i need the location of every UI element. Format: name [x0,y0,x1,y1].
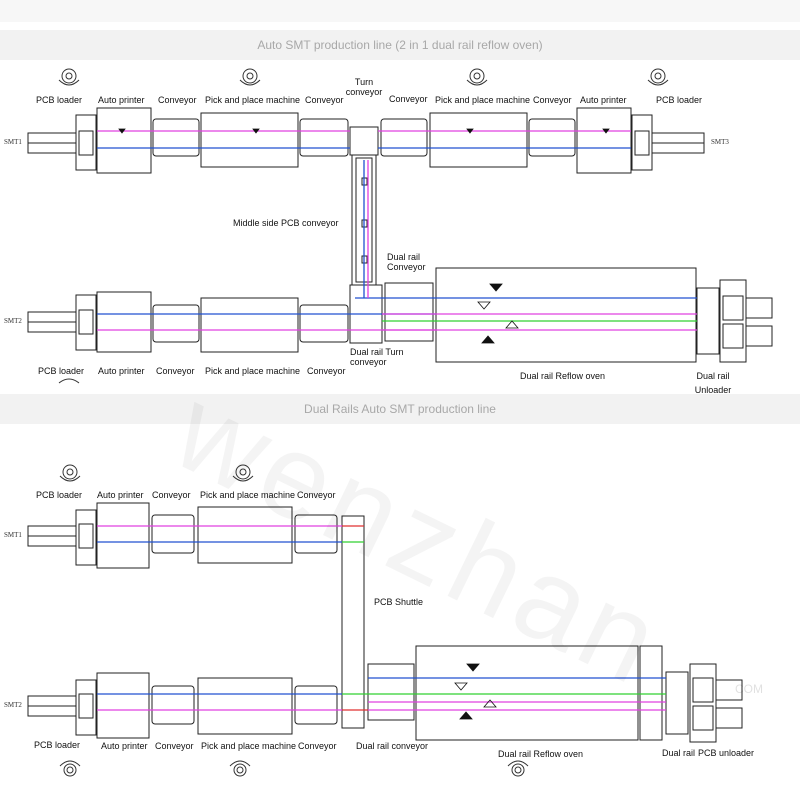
d1-conveyor-3 [380,118,428,157]
d1-label-conveyor-2: Conveyor [305,95,344,105]
top-band [0,0,800,22]
d2-label-dual-rail-conveyor: Dual rail conveyor [356,741,429,751]
d2-dual-rail-conveyor [367,663,415,721]
d2-reflow-oven [415,645,639,741]
d2-label-pick-place-2: Pick and place machine [201,741,297,751]
d1-turn-conveyor [349,126,379,156]
d2-label-smt1: SMT1 [4,531,22,539]
d2-conveyor-1 [151,514,195,554]
diagram-1-title: Auto SMT production line (2 in 1 dual ra… [257,38,543,52]
d1-conveyor-4 [528,118,576,157]
d1-auto-printer-1 [96,107,152,174]
d1-label-reflow: Dual rail Reflow oven [520,371,606,381]
d2-label-conveyor-1: Conveyor [152,490,191,500]
d1-smt2-loader [27,294,97,351]
d1-label-pcb-loader-3: PCB loader [38,366,85,376]
d1-label-turn-conveyor: Turn conveyor [345,77,383,97]
d1-conveyor-5 [152,304,200,343]
d2-dual-rail [639,645,663,741]
d1-label-pick-place-2: Pick and place machine [435,95,531,105]
d2-label-pick-place-1: Pick and place machine [200,490,296,500]
d1-dual-rail-conveyor [384,282,434,342]
d1-label-auto-printer-3: Auto printer [98,366,145,376]
d1-label-smt3: SMT3 [711,138,729,146]
d1-smt1-loader [27,114,97,171]
d2-pcb-shuttle [341,515,365,729]
d1-label-auto-printer-1: Auto printer [98,95,145,105]
watermark-small: COM [735,682,763,696]
d1-smt3-loader [631,114,705,171]
d2-unloader [665,663,743,743]
d2-auto-printer-1 [96,502,150,569]
title-band-2 [0,394,800,424]
diagram-2-title: Dual Rails Auto SMT production line [304,402,496,416]
d2-conveyor-2 [294,514,338,554]
d1-label-dual-rail-conveyor: Dual rail Conveyor [387,252,426,272]
d1-label-pcb-loader-1: PCB loader [36,95,83,105]
d1-label-smt1: SMT1 [4,138,22,146]
d2-label-shuttle: PCB Shuttle [374,597,424,607]
d2-label-pcb-loader-2: PCB loader [34,740,81,750]
d1-unloader [696,279,773,363]
d1-label-dual-rail-turn: Dual rail Turn conveyor [350,347,404,367]
d1-auto-printer-2 [576,107,632,174]
rails-layer [97,130,697,711]
d1-label-pick-place-1: Pick and place machine [205,95,301,105]
d2-label-conveyor-4: Conveyor [298,741,337,751]
d1-label-smt2: SMT2 [4,317,22,325]
d1-conveyor-2 [299,118,349,157]
d2-label-unloader: PCB unloader [698,748,755,758]
d2-label-conveyor-2: Conveyor [297,490,336,500]
d1-pick-place-3 [200,297,299,353]
d2-smt2-loader [27,679,97,736]
d1-label-conveyor-6: Conveyor [307,366,346,376]
operator-icon [58,68,669,777]
d2-label-auto-printer-2: Auto printer [101,741,148,751]
d1-reflow-oven [435,267,697,363]
d1-pick-place-2 [429,112,528,168]
d1-pick-place-1 [200,112,299,168]
d2-pick-place-1 [197,506,293,564]
d1-label-auto-printer-2: Auto printer [580,95,627,105]
d1-conveyor-1 [152,118,200,157]
d2-label-reflow: Dual rail Reflow oven [498,749,584,759]
d1-label-conveyor-1: Conveyor [158,95,197,105]
d1-label-pick-place-3: Pick and place machine [205,366,301,376]
d1-conveyor-6 [299,304,349,343]
d2-label-smt2: SMT2 [4,701,22,709]
d2-label-auto-printer-1: Auto printer [97,490,144,500]
d1-label-unloader: Dual rail Unloader [694,371,732,395]
d1-label-pcb-loader-2: PCB loader [656,95,703,105]
d2-label-pcb-loader-1: PCB loader [36,490,83,500]
d1-label-conveyor-4: Conveyor [533,95,572,105]
d2-auto-printer-2 [96,672,150,739]
d1-label-conveyor-5: Conveyor [156,366,195,376]
d2-conveyor-4 [294,685,338,725]
d2-label-dual-rail: Dual rail [662,748,696,758]
d1-auto-printer-3 [96,291,152,353]
d1-label-middle-side: Middle side PCB conveyor [233,218,339,228]
d1-label-conveyor-3: Conveyor [389,94,428,104]
title-band-1 [0,30,800,60]
d2-smt1-loader [27,509,97,566]
direction-markers [118,128,610,720]
d2-label-conveyor-3: Conveyor [155,741,194,751]
d2-pick-place-2 [197,677,293,735]
d2-conveyor-3 [151,685,195,725]
